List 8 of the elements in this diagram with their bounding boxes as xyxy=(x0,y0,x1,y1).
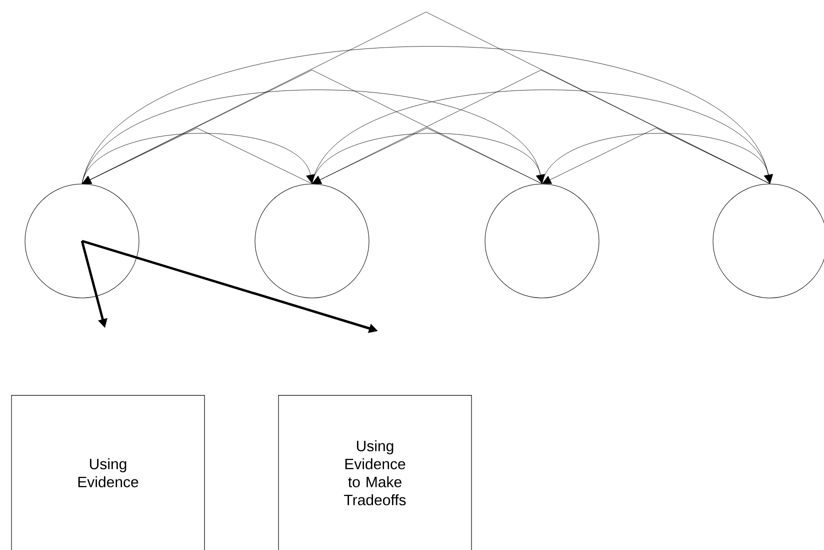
arrow xyxy=(82,12,770,184)
circle-node xyxy=(254,184,370,298)
arrow xyxy=(82,90,545,184)
process-box: Using Evidence xyxy=(11,395,205,550)
arrow xyxy=(82,46,773,184)
circle-node xyxy=(24,184,140,298)
circle-node xyxy=(484,184,600,298)
process-box: Using Evidence to Make Tradeoffs xyxy=(278,395,472,550)
